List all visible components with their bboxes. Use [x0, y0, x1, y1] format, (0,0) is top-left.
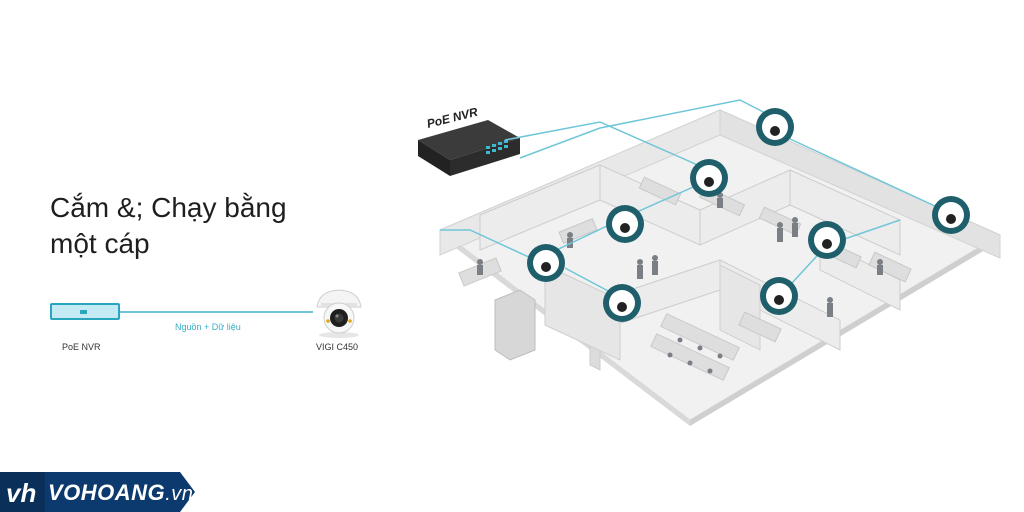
camera-badge-3	[606, 205, 644, 243]
camera-label: VIGI C450	[316, 342, 359, 352]
poe-cable-line	[120, 311, 313, 313]
camera-badge-1	[756, 108, 794, 146]
nvr-device-icon	[50, 303, 120, 320]
camera-badge-6	[760, 277, 798, 315]
cable-label: Nguồn + Dữ liệu	[175, 322, 241, 332]
headline-line-2: một cáp	[50, 228, 150, 259]
camera-badge-4	[527, 244, 565, 282]
camera-badge-2	[690, 159, 728, 197]
nvr-label: PoE NVR	[62, 342, 101, 352]
headline: Cắm &; Chạy bằng một cáp	[50, 190, 287, 262]
logo-wordmark[interactable]: VOHOANG.vn	[48, 480, 193, 506]
headline-line-1: Cắm &; Chạy bằng	[50, 192, 287, 223]
turret-camera-icon	[316, 289, 362, 338]
camera-badge-5	[603, 284, 641, 322]
logo-suffix: .vn	[165, 483, 194, 505]
camera-badge-8	[932, 196, 970, 234]
camera-badge-7	[808, 221, 846, 259]
floorplan-cameras	[527, 108, 970, 322]
logo-mark: vh	[6, 478, 36, 508]
vohoang-logo[interactable]: vh	[0, 472, 195, 512]
logo-brand: VOHOANG	[48, 480, 166, 505]
office-floorplan-illustration: PoE NVR	[418, 99, 1002, 426]
nvr-3d-device	[418, 120, 520, 176]
